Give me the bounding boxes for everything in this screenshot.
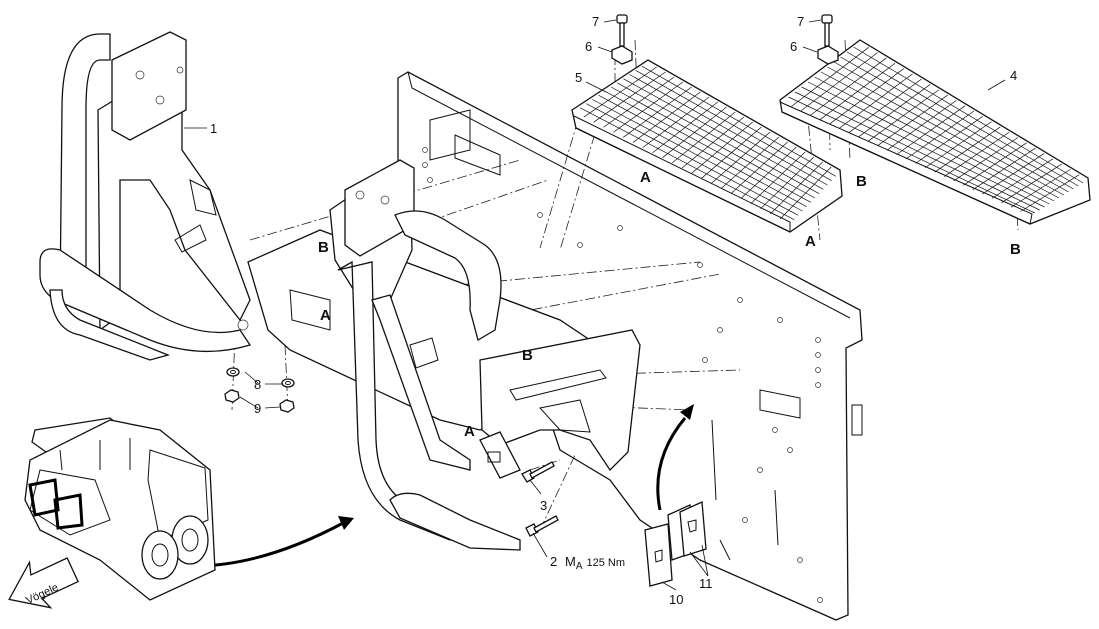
screw-2 [525,515,559,537]
paver-thumbnail [24,417,216,601]
torque-spec: MA 125 Nm [565,554,625,572]
letter-b-grate2: B [856,173,867,190]
letter-a-grate1-bottom: A [805,233,816,250]
screw-3 [521,461,555,483]
callout-7-left: 7 [592,14,599,29]
callout-6-right: 6 [790,39,797,54]
torque-value: 125 Nm [587,557,626,569]
install-arrow-shims [656,404,694,511]
shims-11 [667,501,707,561]
callout-4: 4 [1010,68,1017,83]
letter-b-left: B [318,239,329,256]
clamp-6-left [611,45,633,65]
brand-arrow: Vögele [8,557,79,609]
washers-8 [226,367,295,388]
callout-9: 9 [254,401,261,416]
letter-b-front: B [522,347,533,364]
plate-holes [422,147,823,603]
callout-2: 2 [550,554,557,569]
letter-a-left: A [320,307,331,324]
letter-a-front: A [464,423,475,440]
callout-5: 5 [575,70,582,85]
callout-6-left: 6 [585,39,592,54]
callout-7-right: 7 [797,14,804,29]
grating-5 [571,59,843,233]
callouts: 1 2 3 4 5 6 6 7 7 8 9 10 11 [210,14,1017,607]
torque-subscript: A [576,561,583,572]
torque-prefix: M [565,554,576,569]
letter-a-grate1: A [640,169,651,186]
callout-8: 8 [254,377,261,392]
callout-1: 1 [210,121,217,136]
shim-10 [644,523,673,587]
callout-3: 3 [540,498,547,513]
reference-letters: B A B A A A B B [318,169,1021,440]
step-frame-front [247,159,641,551]
callout-11: 11 [699,576,713,591]
nuts-9 [224,389,295,413]
leader-lines [184,19,1006,591]
letter-b-grate2-bottom: B [1010,241,1021,258]
clamp-6-right [817,45,839,65]
grating-4 [779,39,1091,225]
bolt-7-left [616,14,628,47]
step-frame-1 [39,31,252,361]
bolt-7-right [821,14,833,47]
callout-10: 10 [669,592,683,607]
